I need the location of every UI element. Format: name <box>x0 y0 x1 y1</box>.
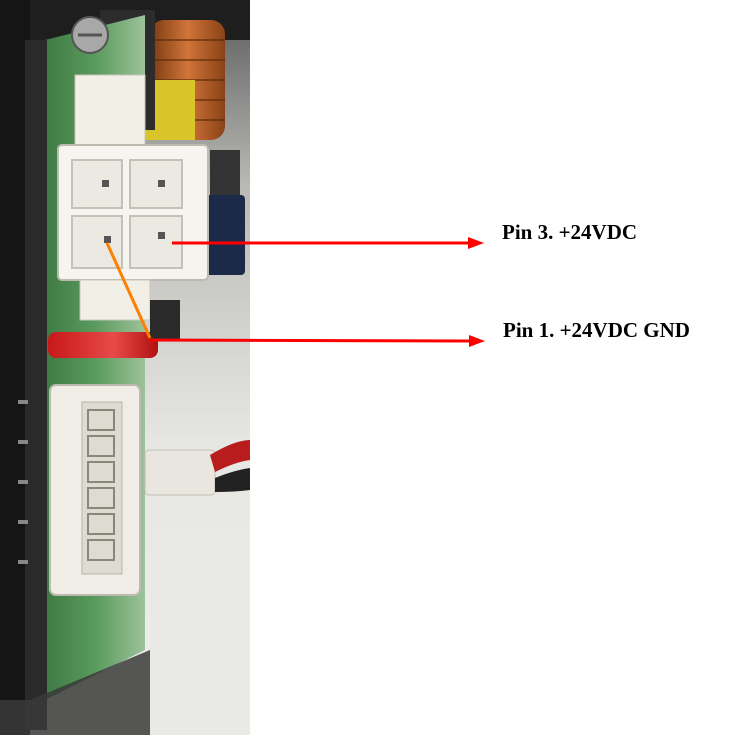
red-wire <box>48 332 158 358</box>
board-photo <box>0 0 250 735</box>
black-component-mid <box>150 300 180 340</box>
pcb-edge <box>25 40 47 730</box>
black-wire-right <box>215 468 250 492</box>
small-connector-right <box>144 449 216 496</box>
six-pin-slots <box>87 409 115 561</box>
pin1-label: Pin 1. +24VDC GND <box>503 318 690 342</box>
table-surface <box>150 540 250 735</box>
dark-component <box>210 150 240 195</box>
pcb-edge-pins <box>18 400 28 564</box>
pin3-arrow <box>172 237 484 249</box>
pin3-label: Pin 3. +24VDC <box>502 220 638 244</box>
pin1-arrow <box>149 335 485 347</box>
pin1-leader-line <box>105 242 152 339</box>
connector-latch <box>74 74 146 156</box>
red-black-wire-right <box>210 440 250 472</box>
electrolytic-capacitor <box>205 195 245 275</box>
connector-pin-holes <box>102 180 165 243</box>
